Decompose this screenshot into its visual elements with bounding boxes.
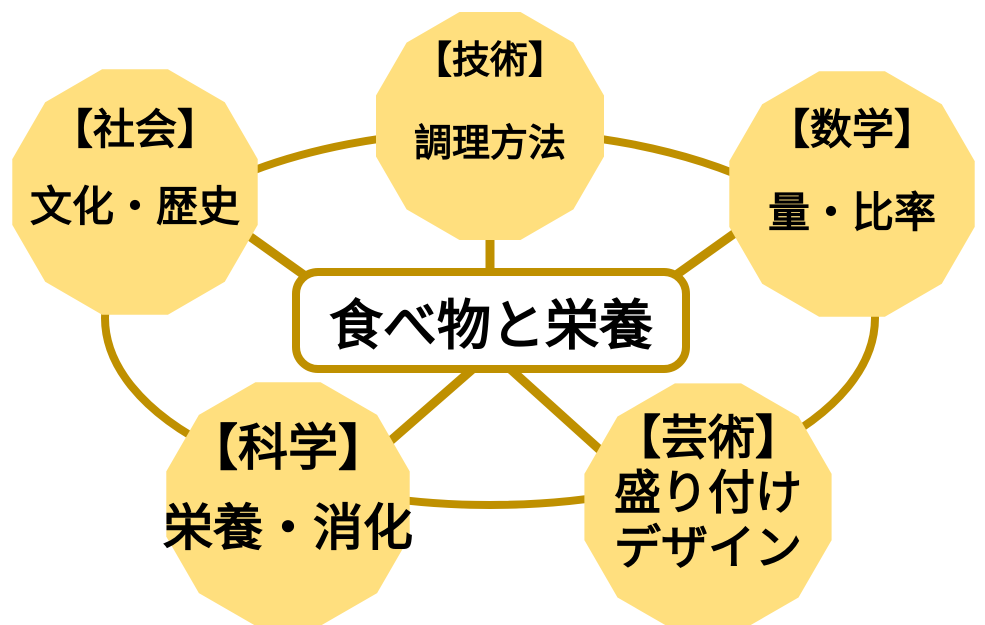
connector-spoke-science [377,363,478,454]
node-label-technology: 【技術】 調理方法 [360,38,620,167]
node-label-art: 【芸術】 盛り付け デザイン [573,410,843,575]
node-label-science: 【科学】 栄養・消化 [148,420,428,556]
node-label-math-topic: 量・比率 [767,189,936,236]
node-label-technology-subject: 【技術】 [413,40,566,82]
node-shape-society [12,69,258,315]
node-label-math-subject: 【数学】 [767,106,936,153]
node-label-science-subject: 【科学】 [188,420,388,476]
node-label-science-topic: 栄養・消化 [163,500,413,556]
node-shape-technology [376,12,604,240]
node-shape-math [729,71,975,317]
node-shape-art [584,383,832,625]
node-label-art-topic-line2: デザイン [614,521,802,574]
center-topic-label: 食べ物と栄養 [329,296,653,356]
node-label-math: 【数学】 量・比率 [722,105,982,238]
node-label-society-topic: 文化・歴史 [29,183,240,230]
center-topic-box [292,268,690,373]
node-label-technology-topic: 調理方法 [413,123,566,165]
connector-spoke-art [504,363,604,454]
node-label-society: 【社会】 文化・歴史 [5,105,265,232]
node-shape-science [166,382,410,625]
node-label-art-topic-line1: 盛り付け [614,466,802,519]
node-label-society-subject: 【社会】 [50,106,219,153]
node-label-art-subject: 【芸術】 [614,411,802,464]
